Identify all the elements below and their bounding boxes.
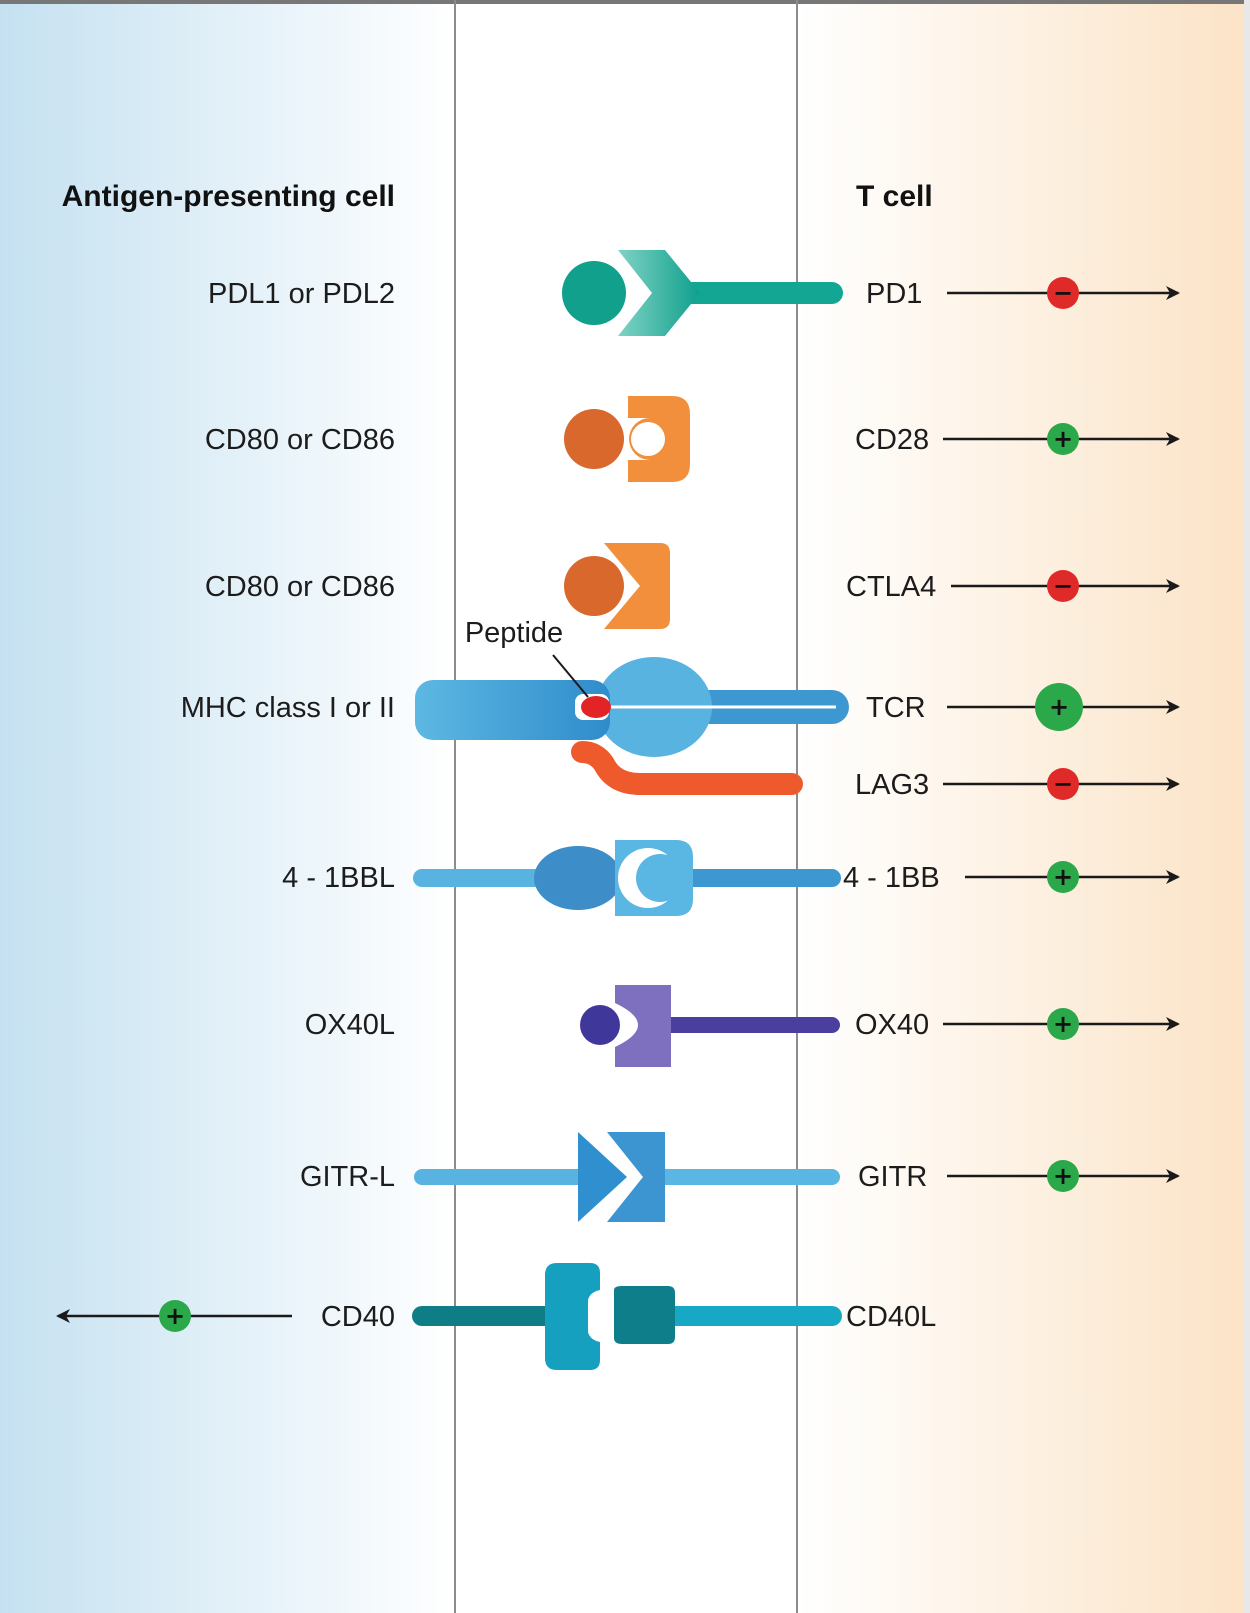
ligand-label-cd40: CD40 [321,1301,395,1333]
receptor-label-cd28: CD28 [855,424,929,456]
minus-icon-pd1 [1047,277,1079,309]
peptide-pointer-line [552,654,589,698]
plus-icon-cd40 [159,1300,191,1332]
signal-cd40: + [56,1300,292,1332]
signal-ox40: + [943,1008,1180,1040]
ligand-label-pd1: PDL1 or PDL2 [208,278,395,310]
plus-icon-ox40 [1047,1008,1079,1040]
signal-sign-cd40: + [165,1302,185,1330]
signal-gitr: + [947,1160,1180,1192]
signal-sign-41bb: + [1053,863,1073,891]
receptor-label-41bb: 4 - 1BB [843,862,940,894]
lag3-receptor [571,741,803,795]
receptor-label-ox40: OX40 [855,1009,929,1041]
pair-ox40 [414,985,840,1067]
signal-sign-gitr: + [1053,1162,1073,1190]
signal-41bb: + [965,861,1180,893]
mhc-ligand [415,680,610,740]
signal-sign-ox40: + [1053,1010,1073,1038]
gitrl-ligand-head [578,1132,627,1222]
plus-icon-gitr [1047,1160,1079,1192]
ligand-label-ctla4: CD80 or CD86 [205,571,395,603]
ligand-label-gitr: GITR-L [300,1161,395,1193]
signal-lag3: − [943,768,1180,800]
signal-ctla4: − [951,570,1180,602]
signal-pd1: − [947,277,1180,309]
pdl1-ligand-head [562,261,626,325]
tcell-header: T cell [856,180,933,213]
signal-arrows: − + − + − + + + + [56,277,1180,1332]
signal-sign-tcr: + [1049,693,1069,721]
signal-sign-cd28: + [1053,425,1073,453]
pair-lag3 [571,741,803,795]
pair-tcr: Peptide [415,617,849,757]
ligand-label-ox40: OX40L [305,1009,395,1041]
cd40l-receptor-head [614,1286,675,1344]
signal-sign-lag3: − [1053,770,1073,798]
peptide-icon [581,696,611,718]
signal-sign-ctla4: − [1053,572,1073,600]
tcell-region [797,0,1250,1613]
41bbl-ligand-head [534,846,622,910]
cd80-ligand-head-2 [564,556,624,616]
cd80-ligand-head-1 [564,409,624,469]
signal-tcr: + [947,683,1180,731]
receptor-label-cd40: CD40L [846,1301,936,1333]
receptor-label-lag3: LAG3 [855,769,929,801]
ox40-receptor-head [615,985,671,1067]
pair-pd1 [411,250,843,336]
apc-header: Antigen-presenting cell [62,180,395,213]
plus-icon-tcr [1035,683,1083,731]
synapse-region [455,0,797,1613]
apc-region [0,0,455,1613]
signal-cd28: + [943,423,1180,455]
pd1-receptor-head [618,250,700,336]
receptor-label-tcr: TCR [866,692,926,724]
ctla4-receptor-head [604,543,670,629]
signal-sign-pd1: − [1053,279,1073,307]
receptor-label-gitr: GITR [858,1161,927,1193]
peptide-label: Peptide [465,617,563,649]
receptor-label-pd1: PD1 [866,278,922,310]
pair-41bb [413,840,841,916]
minus-icon-lag3 [1047,768,1079,800]
pair-gitr [414,1132,840,1222]
ligand-label-41bb: 4 - 1BBL [282,862,395,894]
cd40-ligand-head [545,1263,600,1370]
top-border [0,0,1250,4]
pair-cd40 [412,1263,842,1370]
receptor-label-ctla4: CTLA4 [846,571,936,603]
pair-ctla4 [411,543,843,629]
ligand-label-tcr: MHC class I or II [181,692,395,724]
ligand-label-cd28: CD80 or CD86 [205,424,395,456]
minus-icon-ctla4 [1047,570,1079,602]
gitr-receptor-head [607,1132,665,1222]
plus-icon-cd28 [1047,423,1079,455]
pair-cd28 [411,396,843,482]
right-border [1244,0,1250,1613]
plus-icon-41bb [1047,861,1079,893]
ox40l-ligand-head [580,1005,620,1045]
